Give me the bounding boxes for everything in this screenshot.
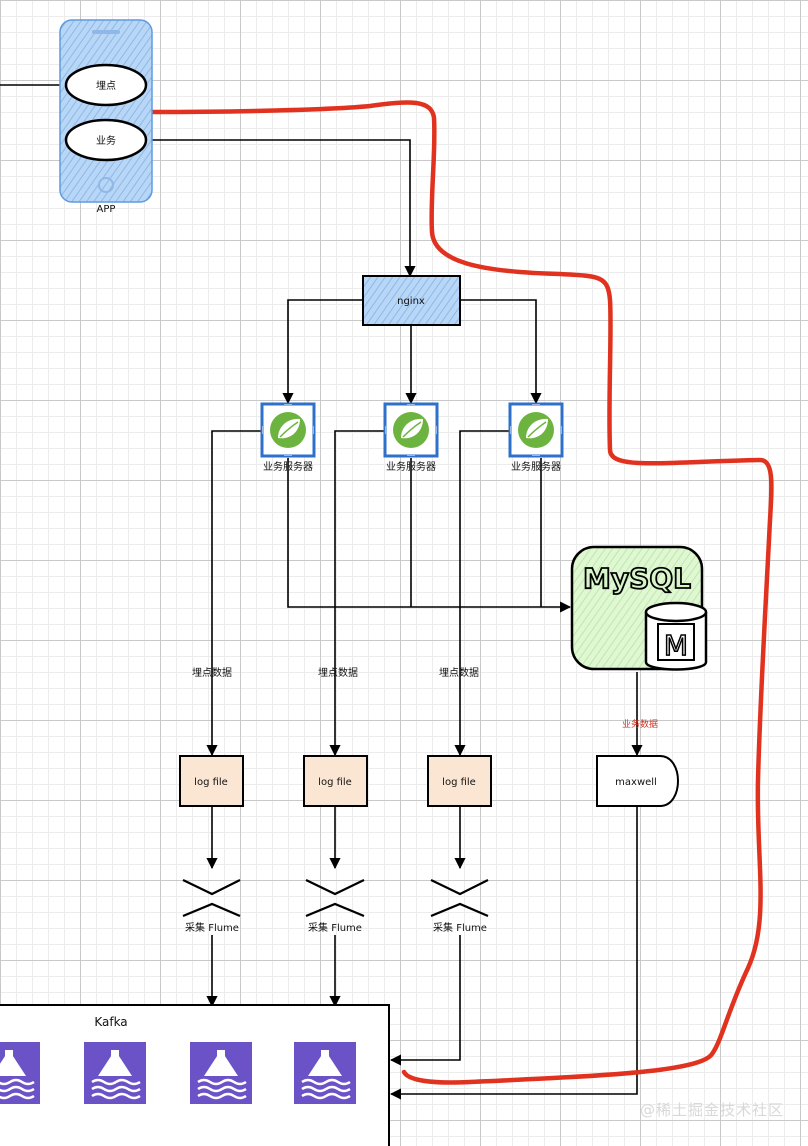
nginx-label: nginx: [397, 296, 425, 307]
tracking-button[interactable]: 埋点: [64, 63, 148, 107]
nginx-to-server-1-line: [282, 299, 363, 405]
track-data-label-1: 埋点数据: [192, 666, 232, 679]
mysql-title: MySQL: [583, 562, 691, 595]
server-1[interactable]: 业务服务器: [260, 402, 316, 473]
mysql-database[interactable]: MySQL M: [570, 545, 708, 671]
kafka-title: Kafka: [94, 1015, 127, 1029]
kafka-partitions: [0, 1042, 356, 1104]
business-data-label: 业务数据: [622, 718, 658, 730]
app-phone: 埋点 业务 APP: [59, 19, 153, 215]
business-button[interactable]: 业务: [64, 118, 148, 162]
kafka-partition-icon: [0, 1042, 40, 1104]
mysql-badge: M: [664, 629, 688, 662]
server-2-to-logfile-line: [329, 430, 385, 757]
log-file-2[interactable]: log file: [303, 755, 368, 807]
server-1-to-mysql-line: [287, 458, 572, 613]
flume-funnel-icon: [182, 879, 241, 918]
nginx-to-server-3-line: [460, 299, 542, 405]
phone-home-button: [98, 177, 114, 193]
red-highlight-path: [149, 100, 774, 1085]
maxwell-box[interactable]: maxwell: [596, 755, 679, 807]
server-3-to-logfile-line: [454, 430, 510, 757]
flume-collector-2[interactable]: 采集 Flume: [305, 879, 365, 934]
phone-speaker: [92, 30, 120, 34]
flume-1-label: 采集 Flume: [185, 921, 239, 934]
spring-icon: [383, 402, 439, 458]
server-1-to-logfile-line: [206, 430, 262, 757]
flume-2-label: 采集 Flume: [308, 921, 362, 934]
business-to-nginx-line: [152, 139, 416, 278]
track-data-label-2: 埋点数据: [318, 666, 358, 679]
kafka-partition-icon: [84, 1042, 146, 1104]
flume-funnel-icon: [430, 879, 489, 918]
app-label: APP: [97, 204, 116, 215]
spring-icon: [260, 402, 316, 458]
watermark: @稀土掘金技术社区: [639, 1101, 784, 1119]
flume-3-label: 采集 Flume: [433, 921, 487, 934]
server-3[interactable]: 业务服务器: [508, 402, 564, 473]
flume-collector-1[interactable]: 采集 Flume: [182, 879, 241, 934]
tracking-button-label: 埋点: [96, 80, 116, 92]
server-1-label: 业务服务器: [263, 460, 313, 473]
kafka-partition-icon: [190, 1042, 252, 1104]
nginx-box[interactable]: nginx: [362, 275, 461, 326]
flume-3-to-kafka-line: [389, 935, 461, 1066]
server-2-label: 业务服务器: [386, 460, 436, 473]
server-2[interactable]: 业务服务器: [383, 402, 439, 473]
flume-collector-3[interactable]: 采集 Flume: [430, 879, 489, 934]
track-data-label-3: 埋点数据: [439, 666, 479, 679]
log-file-3-label: log file: [442, 777, 476, 788]
log-file-1[interactable]: log file: [179, 755, 244, 807]
connectors: [0, 84, 643, 1100]
kafka-partition-icon: [294, 1042, 356, 1104]
server-3-label: 业务服务器: [511, 460, 561, 473]
log-file-1-label: log file: [194, 777, 228, 788]
maxwell-label: maxwell: [615, 777, 657, 788]
database-cylinder-icon: [644, 601, 708, 671]
phone-body: [59, 19, 153, 203]
flume-funnel-icon: [305, 879, 365, 918]
business-button-label: 业务: [96, 134, 116, 147]
maxwell-to-kafka-line: [389, 806, 638, 1100]
log-file-2-label: log file: [318, 777, 352, 788]
spring-icon: [508, 402, 564, 458]
log-file-3[interactable]: log file: [427, 755, 492, 807]
